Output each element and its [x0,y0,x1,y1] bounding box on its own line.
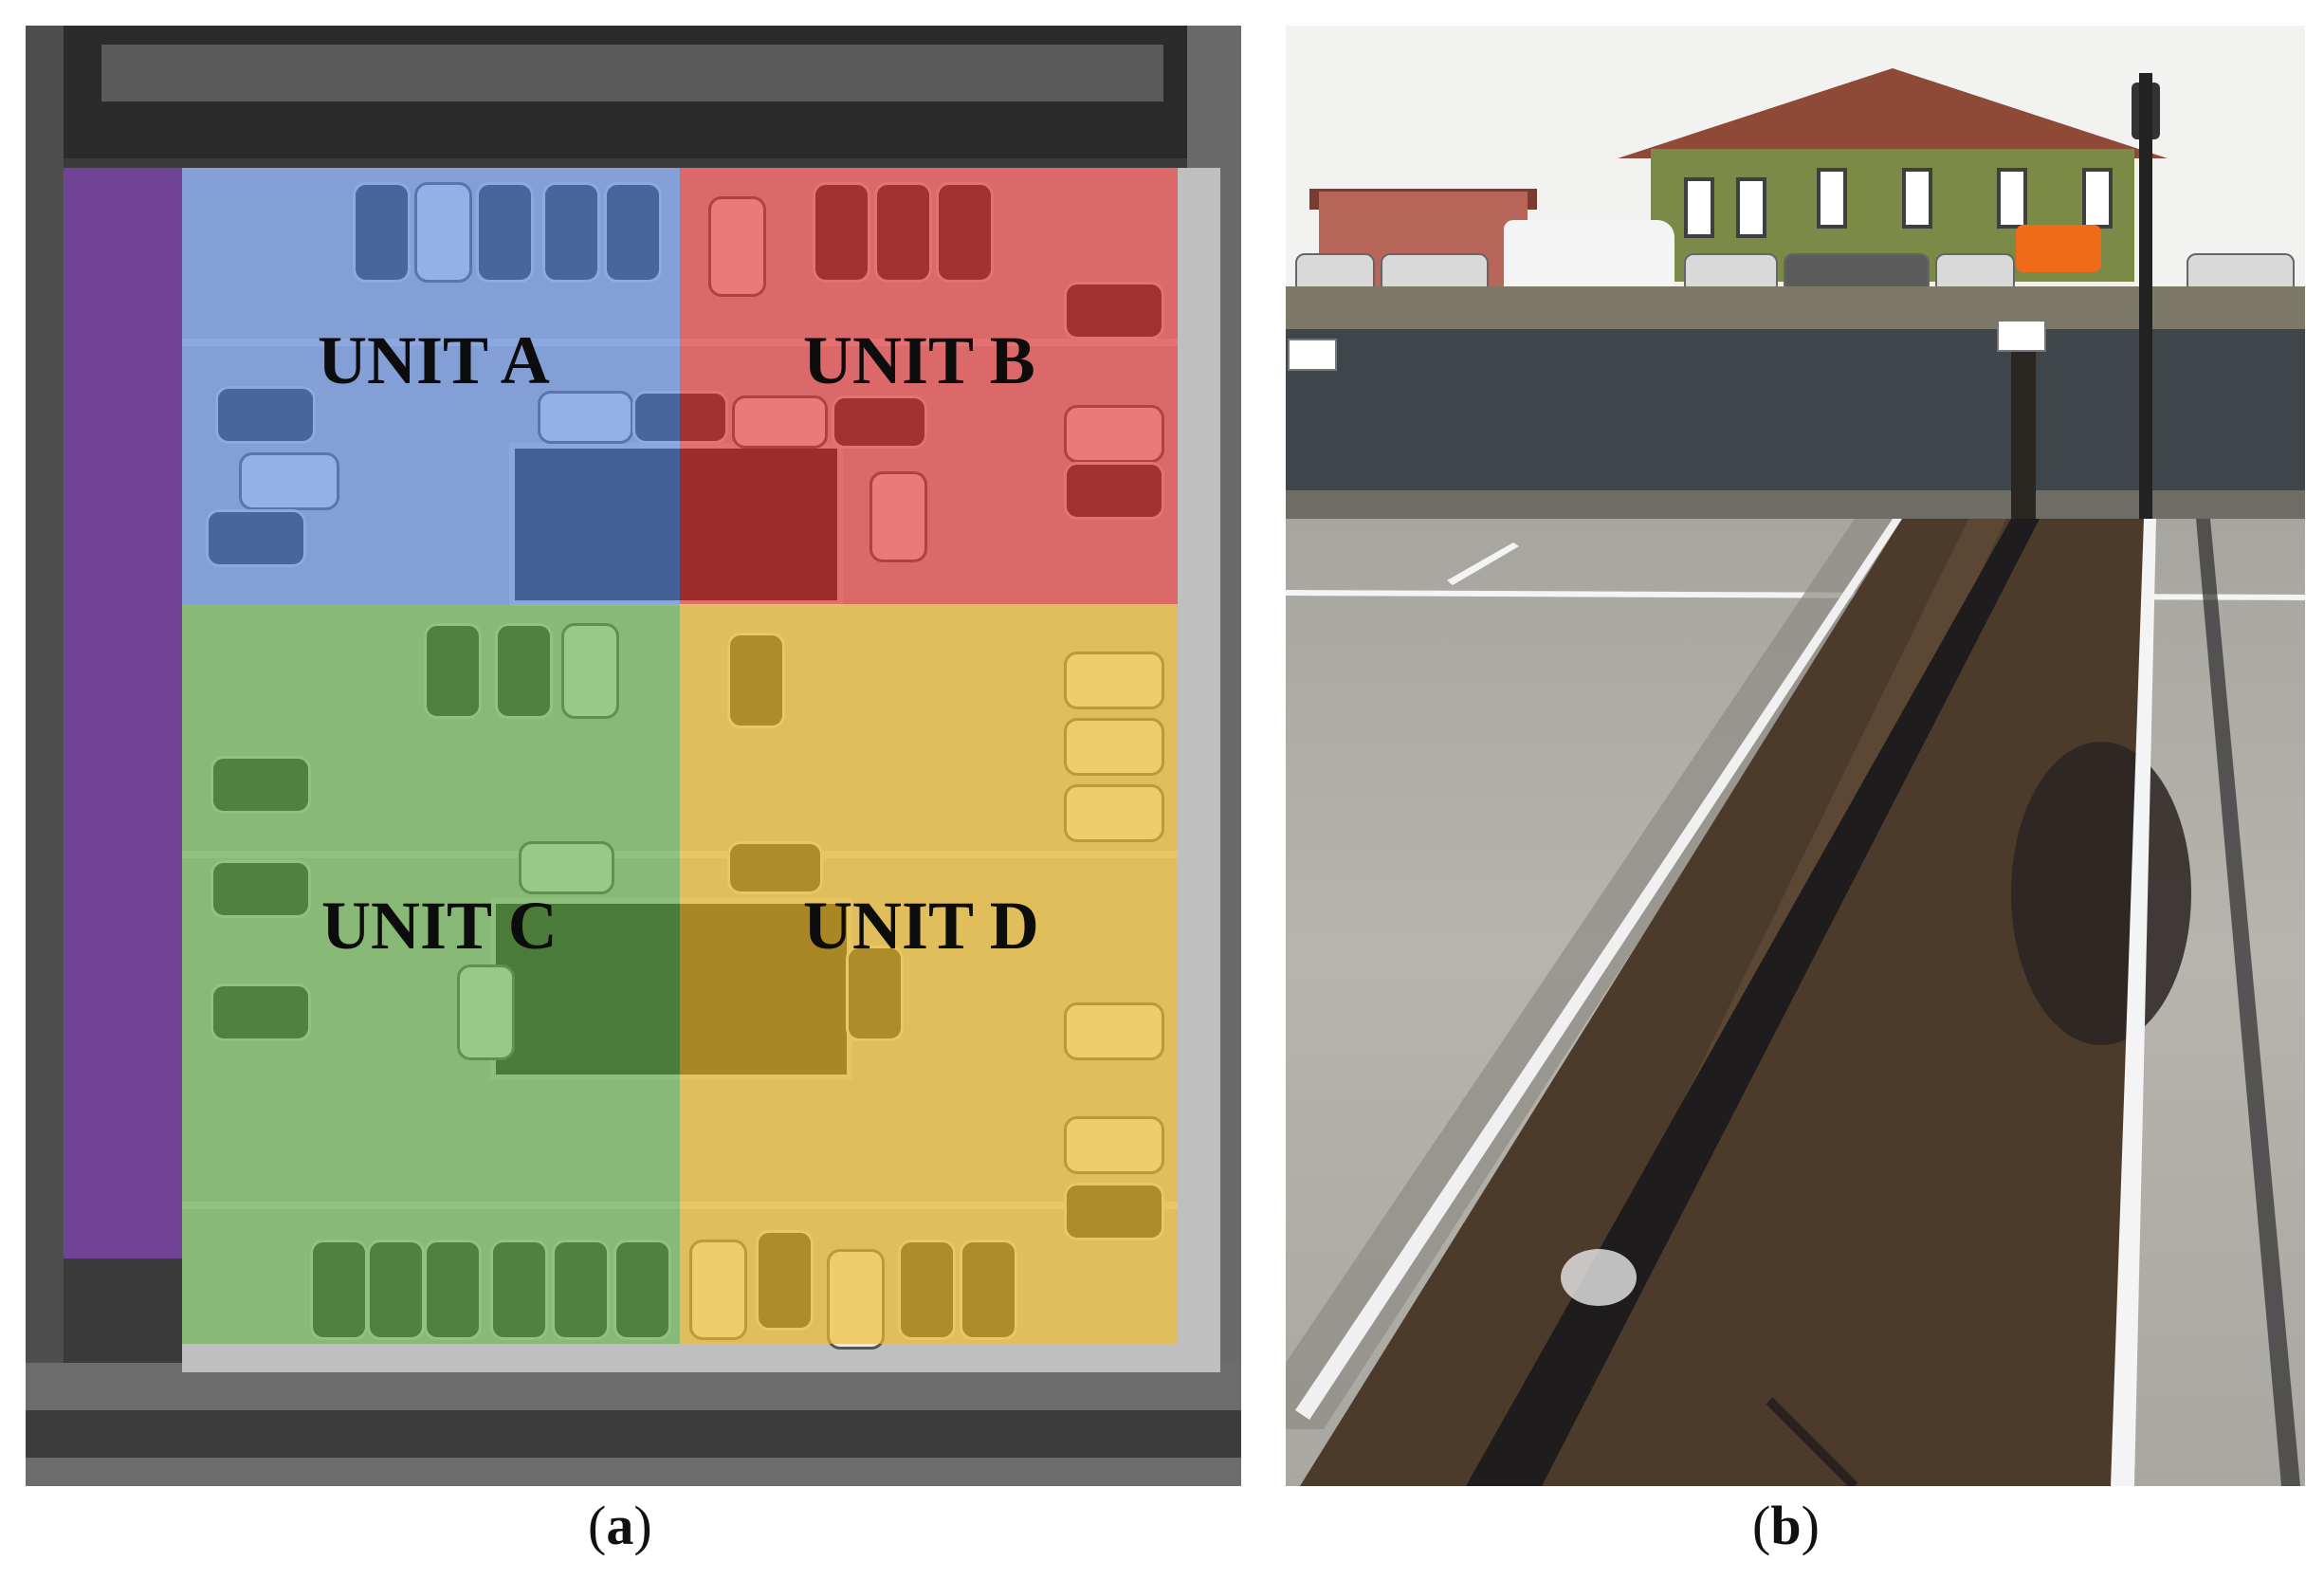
unit-d-overlay [680,604,1178,1344]
dark-patch [2011,742,2191,1045]
sealant-stripe [1466,519,2040,1486]
aerial-view-panel: UNIT A UNIT B UNIT C UNIT D [26,26,1241,1486]
white-edge-right [2111,519,2156,1486]
house-window [1736,177,1766,238]
small-sign [1288,339,1337,371]
caption-a-letter: a [606,1495,634,1556]
caption-b-letter: b [1770,1495,1802,1556]
roof-repair-strips [1286,519,2305,1486]
parapet-top [1286,286,2305,329]
street-bottom [26,1410,1241,1458]
stick [1766,1397,1858,1486]
roof-photo-panel [1286,26,2305,1486]
lamp-pole [2139,73,2152,519]
house-roof [1618,68,2168,158]
unit-d-label: UNIT D [803,888,1039,964]
white-edge-left [1295,519,1902,1420]
house-window [1684,177,1714,238]
caption-a: (a) [588,1495,652,1556]
unit-b-label: UNIT B [803,322,1035,398]
purple-strip-overlay [64,168,182,1258]
white-spot [1561,1249,1637,1306]
parking-line [1447,542,1519,585]
small-sign [1997,320,2046,352]
orange-vehicle [2016,225,2101,272]
house-window [1902,168,1932,229]
unit-b-overlay [680,168,1178,604]
house-window [1997,168,2027,229]
parapet-wall [1286,329,2305,509]
bitumen-band [1300,519,2144,1486]
unit-a-label: UNIT A [318,322,550,398]
unit-c-label: UNIT C [321,888,558,964]
caption-b: (b) [1752,1495,1820,1556]
road-top [101,45,1163,101]
wall-post [2011,339,2036,519]
unit-a-overlay [182,168,680,604]
parapet-base [1286,490,2305,519]
house-window [1817,168,1847,229]
road-left [26,26,64,1486]
unit-c-overlay [182,604,680,1344]
worn-strip-right [2196,519,2300,1486]
